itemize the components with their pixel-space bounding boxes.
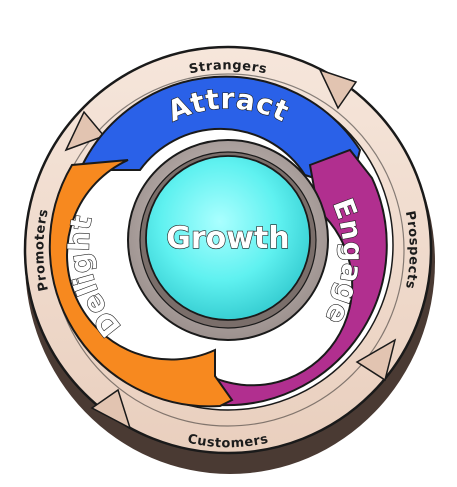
ring-label-strangers: Strangers xyxy=(188,58,269,77)
ring-arrow-bottom-left xyxy=(90,388,132,430)
stage-segment-delight xyxy=(48,159,234,408)
ring-label-prospects: Prospects xyxy=(402,210,421,291)
ring-arrow-top-right xyxy=(318,68,358,110)
ring-arrow-top-left xyxy=(64,110,106,152)
ring-label-customers: Customers xyxy=(186,432,270,452)
center-growth-circle xyxy=(145,155,311,321)
stage-segment-attract xyxy=(78,75,362,192)
ring-label-promoters: Promoters xyxy=(32,208,52,293)
ring-arrow-bottom-right xyxy=(355,338,397,382)
center-growth-label: Growth xyxy=(166,221,289,256)
